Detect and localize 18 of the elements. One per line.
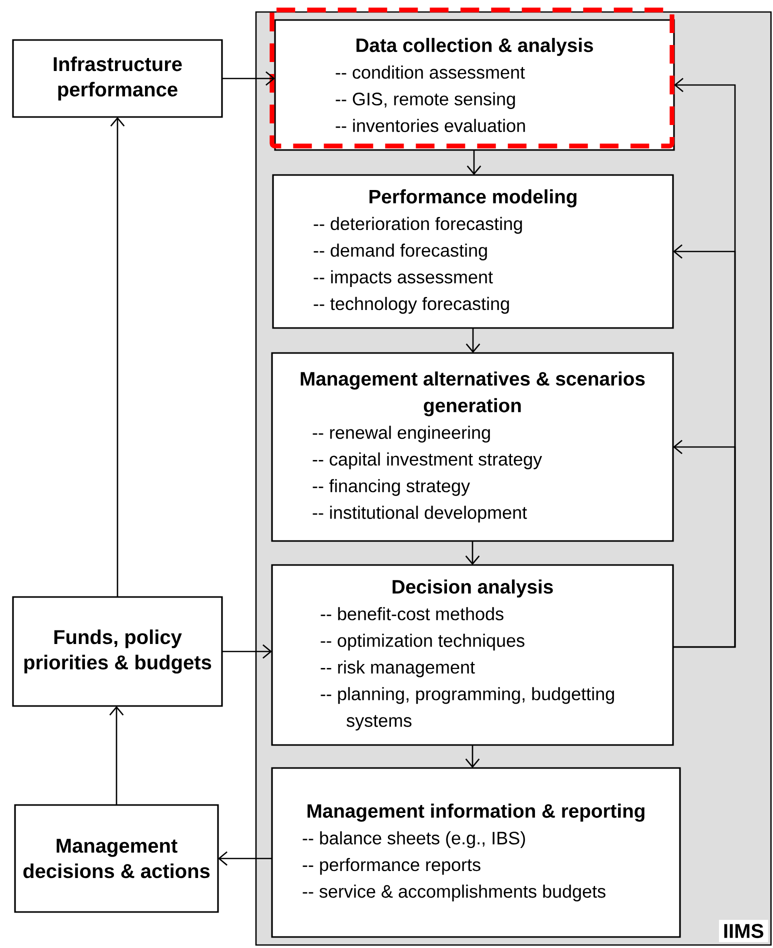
process-box: Funds, policy priorities & budgets	[12, 596, 223, 707]
process-box: Data collection & analysis -- condition assessment -- GIS, remote sensing -- inventories evaluation	[274, 19, 675, 151]
process-box: Performance modeling -- deterioration forecasting -- demand forecasting -- impacts assessment -- technology forecasting	[272, 174, 674, 329]
arrow	[109, 706, 124, 805]
arrow	[222, 71, 275, 86]
arrow	[218, 851, 272, 866]
arrow	[673, 440, 736, 648]
process-box: Management information & reporting -- balance sheets (e.g., IBS) -- performance reports -- service & accomplishments budgets	[271, 767, 681, 938]
arrow	[466, 328, 480, 353]
arrow	[466, 150, 482, 175]
process-box: Decision analysis -- benefit-cost methods -- optimization techniques -- risk management -- planning, programming, budgetting systems	[271, 564, 674, 746]
process-box: Management decisions & actions	[14, 804, 219, 913]
arrow	[465, 541, 480, 565]
process-box: Management alternatives & scenarios generation -- renewal engineering -- capital investment strategy -- financing strategy -- institutional development	[271, 352, 674, 542]
arrow	[110, 117, 125, 597]
arrow	[465, 745, 480, 768]
process-box: Infrastructure performance	[12, 39, 223, 118]
arrow	[222, 644, 272, 659]
